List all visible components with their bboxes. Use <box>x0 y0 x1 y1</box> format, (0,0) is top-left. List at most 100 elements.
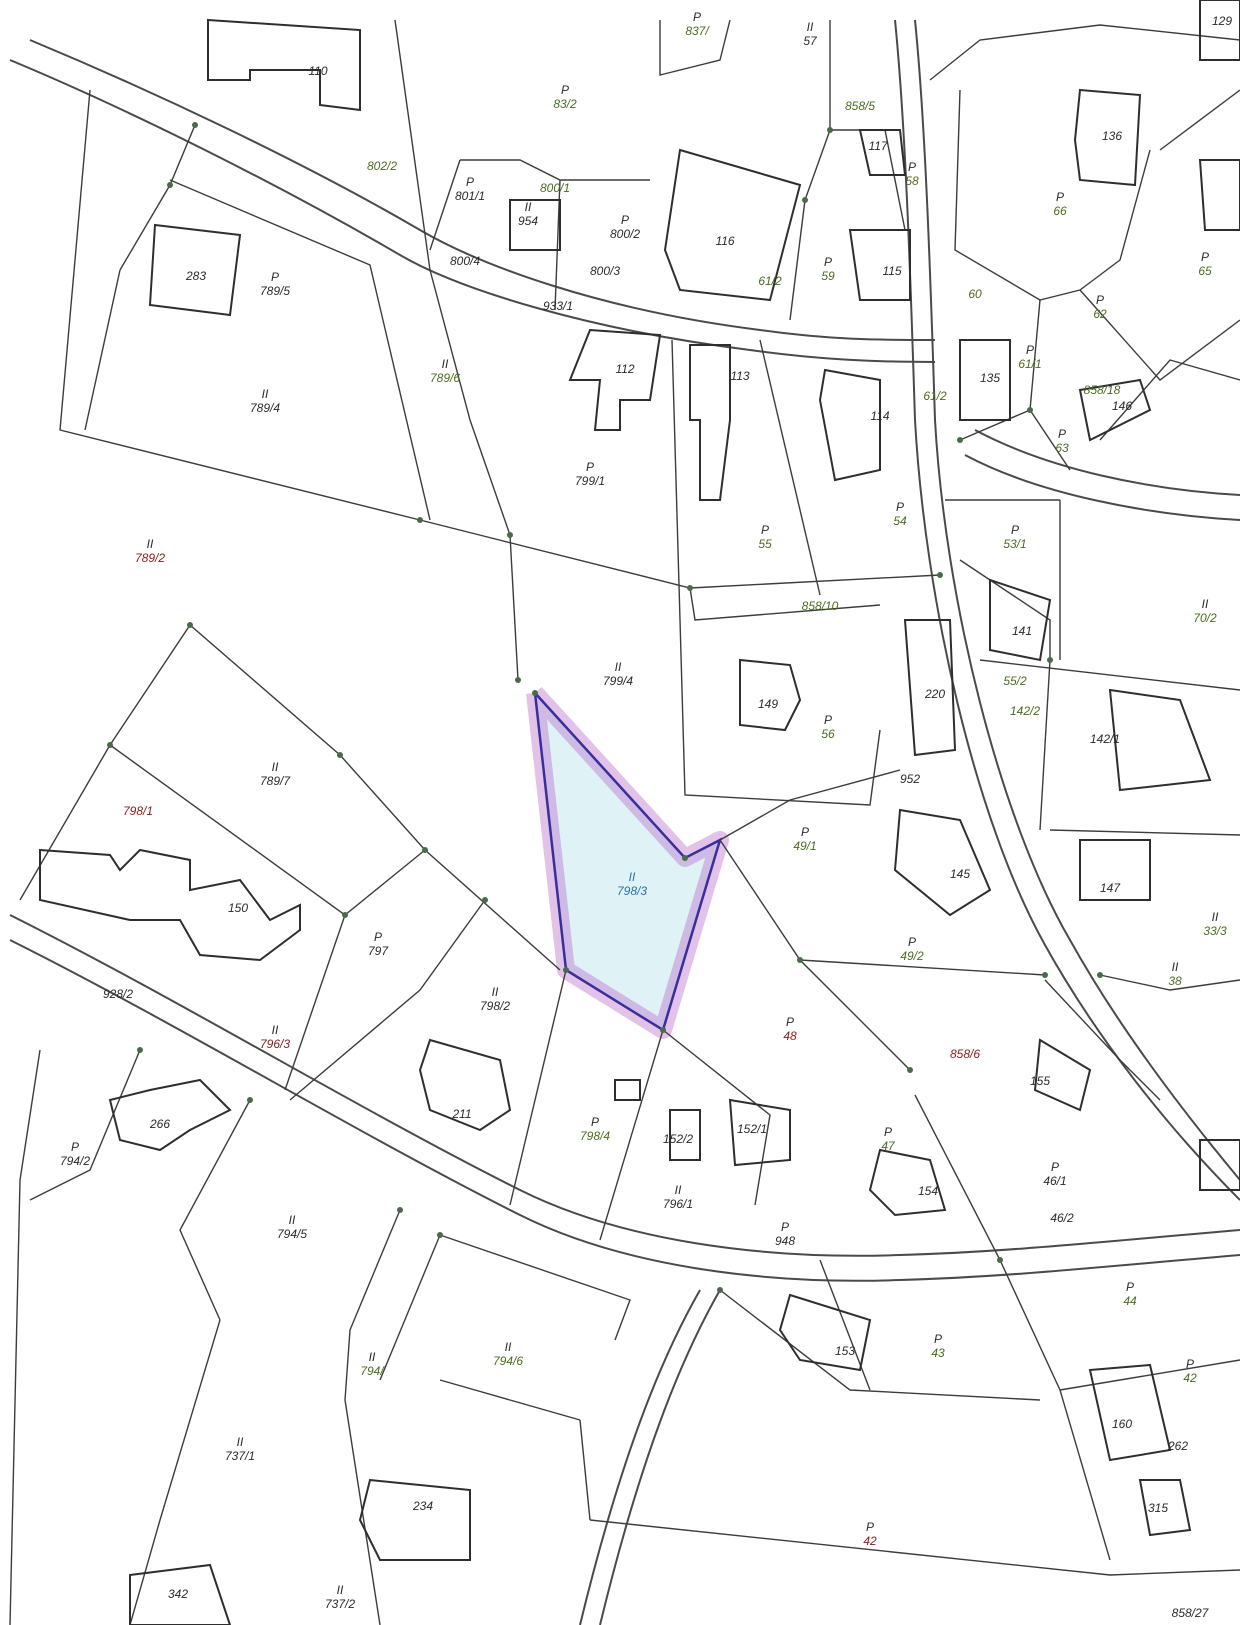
parcel-symbol: II <box>272 760 279 774</box>
parcel-number: 61/2 <box>758 274 782 288</box>
parcel-symbol: P <box>824 255 832 269</box>
parcel-number: 114 <box>870 409 889 423</box>
parcel-symbol: P <box>786 1015 794 1029</box>
parcel-label: 802/2 <box>367 159 397 173</box>
parcel-label: 142/2 <box>1010 704 1040 718</box>
highlighted-parcel-outline <box>533 692 723 1032</box>
vertex-markers <box>107 122 1103 1293</box>
parcel-label: P83/2 <box>553 83 577 111</box>
parcel-symbol: II <box>807 20 814 34</box>
parcel-label: 800/3 <box>590 264 620 278</box>
road-south-branch-inner <box>579 1289 701 1625</box>
parcel-number: 141 <box>1012 624 1032 638</box>
parcel-symbol: P <box>586 460 594 474</box>
parcel-number: 112 <box>615 362 634 376</box>
parcel-label: 150 <box>228 901 248 915</box>
parcel-number: 62 <box>1093 307 1107 321</box>
parcel-symbol: II <box>525 200 532 214</box>
parcel-label: 61/2 <box>758 274 782 288</box>
parcel-label: P58 <box>905 160 919 188</box>
parcel-number: 796/1 <box>663 1197 693 1211</box>
road-diagonal-south-inner <box>9 939 1240 1282</box>
parcel-number: 136 <box>1102 129 1122 143</box>
parcel-label: 113 <box>730 369 749 383</box>
parcel-number: 789/6 <box>430 371 460 385</box>
parcel-label: P49/2 <box>900 935 924 963</box>
parcel-number: 38 <box>1168 974 1182 988</box>
parcel-number: 59 <box>821 269 835 283</box>
parcel-number: 49/2 <box>900 949 924 963</box>
parcel-label: 933/1 <box>543 299 573 313</box>
road-main-north <box>914 19 1240 1181</box>
parcel-label: P46/1 <box>1043 1160 1066 1188</box>
road-main-north-inner <box>894 19 1240 1201</box>
parcel-label: 115 <box>882 264 901 278</box>
road-north-west <box>29 39 936 341</box>
parcel-number: 794/6 <box>493 1354 523 1368</box>
parcel-label: 262 <box>1167 1439 1188 1453</box>
parcel-label: 141 <box>1012 624 1032 638</box>
parcel-number: 142/1 <box>1090 732 1120 746</box>
parcel-label: 153 <box>835 1344 855 1358</box>
parcel-label: 211 <box>451 1107 471 1121</box>
parcel-number: 798/3 <box>617 884 647 898</box>
parcel-symbol: P <box>884 1125 892 1139</box>
parcel-number: 43 <box>931 1346 945 1360</box>
parcel-symbol: P <box>1126 1280 1134 1294</box>
parcel-number: 49/1 <box>793 839 816 853</box>
parcel-symbol: II <box>629 870 636 884</box>
parcel-number: 797 <box>368 944 389 958</box>
buildings <box>39 0 1240 1625</box>
parcel-label: 858/6 <box>950 1047 980 1061</box>
parcel-label: 146 <box>1112 399 1132 413</box>
highlighted-parcel[interactable] <box>526 686 729 1039</box>
parcel-number: 147 <box>1100 881 1121 895</box>
parcel-number: 58 <box>905 174 919 188</box>
parcel-symbol: P <box>824 713 832 727</box>
parcel-number: 800/4 <box>450 254 480 268</box>
parcel-number: 154 <box>918 1184 938 1198</box>
parcel-number: 800/2 <box>610 227 640 241</box>
parcel-label: 147 <box>1100 881 1121 895</box>
parcel-number: 152/2 <box>663 1132 693 1146</box>
parcel-label: P42 <box>863 1520 877 1548</box>
parcel-number: 837/ <box>685 24 710 38</box>
parcel-symbol: P <box>621 213 629 227</box>
parcel-number: 858/18 <box>1084 383 1121 397</box>
parcel-symbol: P <box>896 500 904 514</box>
parcel-symbol: P <box>1051 1160 1059 1174</box>
parcel-number: 262 <box>1167 1439 1188 1453</box>
parcel-symbol: P <box>934 1332 942 1346</box>
parcel-label: 858/10 <box>802 599 839 613</box>
parcel-number: 737/2 <box>325 1597 355 1611</box>
parcel-number: 952 <box>900 772 920 786</box>
parcel-symbol: P <box>866 1520 874 1534</box>
parcel-symbol: P <box>1011 523 1019 537</box>
parcel-label: 117 <box>868 139 888 153</box>
parcel-symbol: P <box>908 935 916 949</box>
parcel-number: 789/2 <box>135 551 165 565</box>
parcel-label: 154 <box>918 1184 938 1198</box>
parcel-symbol: II <box>675 1183 682 1197</box>
parcel-number: 33/3 <box>1203 924 1227 938</box>
parcel-number: 789/5 <box>260 284 290 298</box>
parcel-symbol: P <box>1058 427 1066 441</box>
parcel-symbol: II <box>237 1435 244 1449</box>
parcel-label: 858/27 <box>1172 1606 1210 1620</box>
